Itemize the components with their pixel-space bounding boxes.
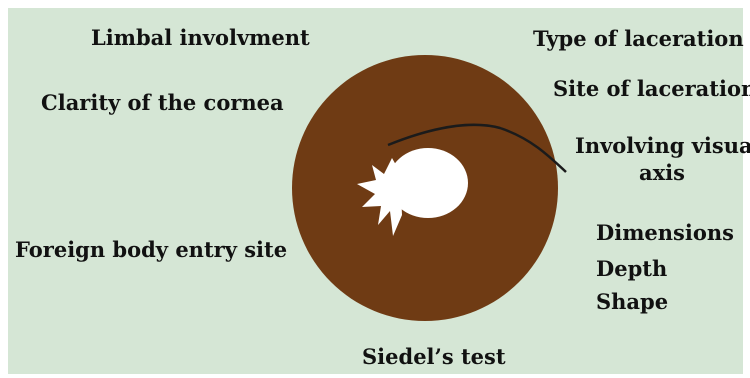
label-limbal-involvement: Limbal involvment xyxy=(91,26,310,50)
label-shape: Shape xyxy=(596,290,668,314)
label-foreign-body-entry-site: Foreign body entry site xyxy=(15,238,287,262)
label-depth: Depth xyxy=(596,257,667,281)
label-siedels-test: Siedel’s test xyxy=(362,345,506,369)
label-clarity-of-cornea: Clarity of the cornea xyxy=(41,91,284,115)
label-site-of-laceration: Site of laceration xyxy=(553,77,750,101)
label-dimensions: Dimensions xyxy=(596,221,734,245)
label-involving-visual-axis-line2: axis xyxy=(639,161,685,185)
pupil-wound xyxy=(388,148,468,218)
label-type-of-laceration: Type of laceration xyxy=(533,27,744,51)
label-involving-visual-axis: Involving visual xyxy=(575,134,750,158)
